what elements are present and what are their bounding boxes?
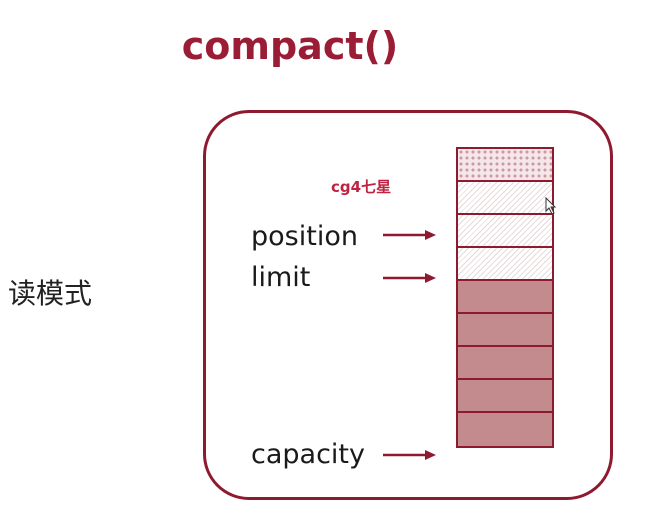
diagram-frame	[203, 110, 613, 500]
arrow-right-icon	[383, 273, 436, 283]
capacity-label: capacity	[251, 439, 365, 470]
mouse-cursor-icon	[545, 197, 557, 215]
mode-label: 读模式	[8, 277, 93, 310]
buffer-cell-hatched	[458, 215, 552, 248]
buffer-cell-filled	[458, 413, 552, 446]
buffer-cell-filled	[458, 347, 552, 380]
buffer-cell-dotted	[458, 149, 552, 182]
limit-label: limit	[251, 262, 311, 293]
buffer-cell-hatched	[458, 248, 552, 281]
watermark-label: cg4七星	[331, 178, 392, 196]
arrow-right-icon	[383, 450, 436, 460]
position-label: position	[251, 221, 358, 252]
buffer-cell-filled	[458, 314, 552, 347]
buffer-array	[456, 147, 554, 448]
buffer-cell-filled	[458, 281, 552, 314]
arrow-right-icon	[383, 230, 436, 240]
buffer-cell-hatched	[458, 182, 552, 215]
buffer-cell-filled	[458, 380, 552, 413]
page-title: compact()	[181, 24, 399, 68]
